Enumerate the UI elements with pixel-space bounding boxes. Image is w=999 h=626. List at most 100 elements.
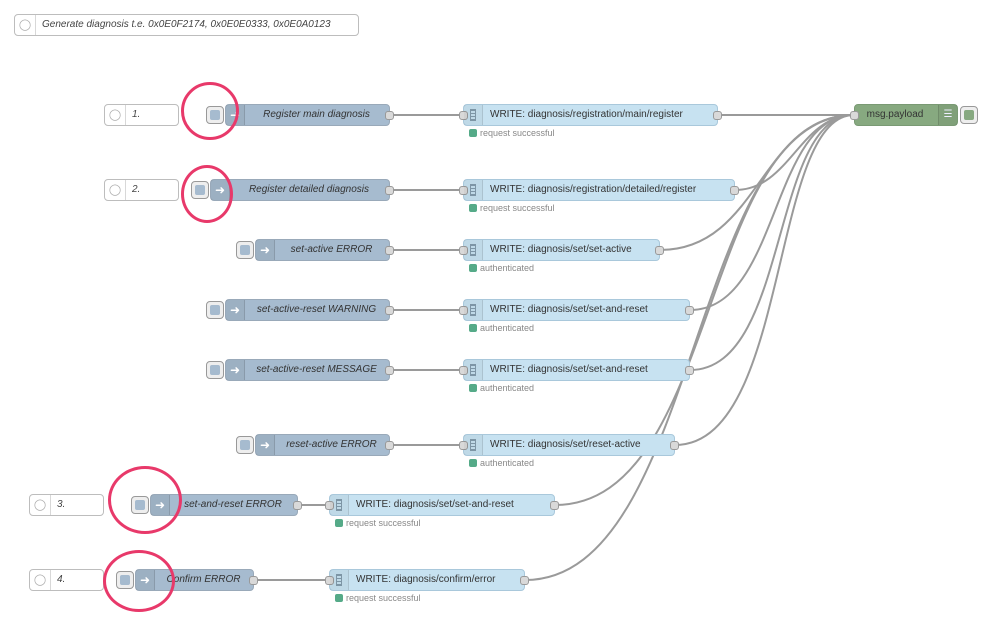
arrow-right-icon: ➜ <box>226 360 245 380</box>
output-port[interactable] <box>670 441 679 450</box>
status-text: authenticated <box>480 323 535 333</box>
write-api-icon <box>464 105 483 125</box>
output-port[interactable] <box>520 576 529 585</box>
output-port[interactable] <box>713 111 722 120</box>
inject-node-reset-active-error[interactable]: ➜ reset-active ERROR <box>236 434 394 456</box>
step-comment-2[interactable]: ◯ 2. <box>104 179 179 201</box>
write-api-icon <box>464 435 483 455</box>
input-port[interactable] <box>459 246 468 255</box>
inject-node-register-detailed[interactable]: ➜ Register detailed diagnosis <box>191 179 394 201</box>
output-port[interactable] <box>385 111 394 120</box>
write-label: WRITE: diagnosis/set/reset-active <box>490 439 641 450</box>
write-node-set-active[interactable]: WRITE: diagnosis/set/set-active <box>459 239 664 261</box>
header-comment[interactable]: ◯ Generate diagnosis t.e. 0x0E0F2174, 0x… <box>14 14 359 36</box>
input-port[interactable] <box>325 501 334 510</box>
inject-node-confirm-error[interactable]: ➜ Confirm ERROR <box>116 569 258 591</box>
status-dot-icon <box>335 594 343 602</box>
input-port[interactable] <box>850 111 859 120</box>
output-port[interactable] <box>249 576 258 585</box>
debug-node-msg-payload[interactable]: msg.payload ☰ <box>850 104 958 126</box>
status-text: authenticated <box>480 263 535 273</box>
arrow-right-icon: ➜ <box>226 105 245 125</box>
status-dot-icon <box>469 324 477 332</box>
write-label: WRITE: diagnosis/set/set-and-reset <box>356 499 514 510</box>
write-api-icon <box>330 570 349 590</box>
inject-label: set-active ERROR <box>290 244 373 255</box>
comment-icon: ◯ <box>105 105 126 125</box>
inject-label: Register main diagnosis <box>263 109 370 120</box>
write-node-set-and-reset-error[interactable]: WRITE: diagnosis/set/set-and-reset <box>325 494 559 516</box>
status-dot-icon <box>469 384 477 392</box>
write-label: WRITE: diagnosis/registration/detailed/r… <box>490 184 697 195</box>
node-status: authenticated <box>469 263 534 273</box>
write-node-registration-detailed[interactable]: WRITE: diagnosis/registration/detailed/r… <box>459 179 739 201</box>
output-port[interactable] <box>685 366 694 375</box>
inject-label: set-active-reset MESSAGE <box>256 364 377 375</box>
status-text: request successful <box>480 203 555 213</box>
inject-trigger-button[interactable] <box>206 106 224 124</box>
node-status: request successful <box>469 203 555 213</box>
write-node-set-and-reset-warning[interactable]: WRITE: diagnosis/set/set-and-reset <box>459 299 694 321</box>
inject-trigger-button[interactable] <box>131 496 149 514</box>
header-comment-text: Generate diagnosis t.e. 0x0E0F2174, 0x0E… <box>42 19 331 30</box>
input-port[interactable] <box>325 576 334 585</box>
inject-node-set-active-reset-warning[interactable]: ➜ set-active-reset WARNING <box>206 299 394 321</box>
inject-trigger-button[interactable] <box>236 241 254 259</box>
output-port[interactable] <box>730 186 739 195</box>
write-node-set-and-reset-message[interactable]: WRITE: diagnosis/set/set-and-reset <box>459 359 694 381</box>
debug-toggle-button[interactable] <box>960 106 978 124</box>
input-port[interactable] <box>459 441 468 450</box>
write-api-icon <box>464 240 483 260</box>
output-port[interactable] <box>550 501 559 510</box>
step-comment-3[interactable]: ◯ 3. <box>29 494 104 516</box>
write-label: WRITE: diagnosis/set/set-and-reset <box>490 304 648 315</box>
comment-icon: ◯ <box>105 180 126 200</box>
status-text: request successful <box>346 593 421 603</box>
output-port[interactable] <box>385 186 394 195</box>
step-comment-text: 3. <box>57 499 66 510</box>
inject-trigger-button[interactable] <box>206 361 224 379</box>
write-api-icon <box>464 300 483 320</box>
input-port[interactable] <box>459 366 468 375</box>
inject-node-set-active-reset-message[interactable]: ➜ set-active-reset MESSAGE <box>206 359 394 381</box>
step-comment-1[interactable]: ◯ 1. <box>104 104 179 126</box>
arrow-right-icon: ➜ <box>256 240 275 260</box>
arrow-right-icon: ➜ <box>256 435 275 455</box>
arrow-right-icon: ➜ <box>136 570 155 590</box>
node-status: authenticated <box>469 323 534 333</box>
status-text: authenticated <box>480 383 535 393</box>
inject-trigger-button[interactable] <box>206 301 224 319</box>
inject-label: Confirm ERROR <box>166 574 241 585</box>
inject-node-register-main[interactable]: ➜ Register main diagnosis <box>206 104 394 126</box>
inject-trigger-button[interactable] <box>236 436 254 454</box>
output-port[interactable] <box>385 246 394 255</box>
step-comment-4[interactable]: ◯ 4. <box>29 569 104 591</box>
input-port[interactable] <box>459 186 468 195</box>
write-label: WRITE: diagnosis/set/set-and-reset <box>490 364 648 375</box>
arrow-right-icon: ➜ <box>226 300 245 320</box>
write-node-reset-active[interactable]: WRITE: diagnosis/set/reset-active <box>459 434 679 456</box>
input-port[interactable] <box>459 306 468 315</box>
output-port[interactable] <box>293 501 302 510</box>
node-status: request successful <box>469 128 555 138</box>
output-port[interactable] <box>385 366 394 375</box>
step-comment-text: 4. <box>57 574 66 585</box>
output-port[interactable] <box>385 441 394 450</box>
arrow-right-icon: ➜ <box>211 180 230 200</box>
node-status: authenticated <box>469 383 534 393</box>
write-label: WRITE: diagnosis/confirm/error <box>356 574 496 585</box>
write-label: WRITE: diagnosis/registration/main/regis… <box>490 109 683 120</box>
output-port[interactable] <box>685 306 694 315</box>
input-port[interactable] <box>459 111 468 120</box>
comment-icon: ◯ <box>30 495 51 515</box>
inject-node-set-active-error[interactable]: ➜ set-active ERROR <box>236 239 394 261</box>
write-node-registration-main[interactable]: WRITE: diagnosis/registration/main/regis… <box>459 104 722 126</box>
write-node-confirm-error[interactable]: WRITE: diagnosis/confirm/error <box>325 569 529 591</box>
inject-node-set-and-reset-error[interactable]: ➜ set-and-reset ERROR <box>131 494 302 516</box>
output-port[interactable] <box>655 246 664 255</box>
inject-trigger-button[interactable] <box>191 181 209 199</box>
inject-trigger-button[interactable] <box>116 571 134 589</box>
comment-icon: ◯ <box>15 15 36 35</box>
output-port[interactable] <box>385 306 394 315</box>
